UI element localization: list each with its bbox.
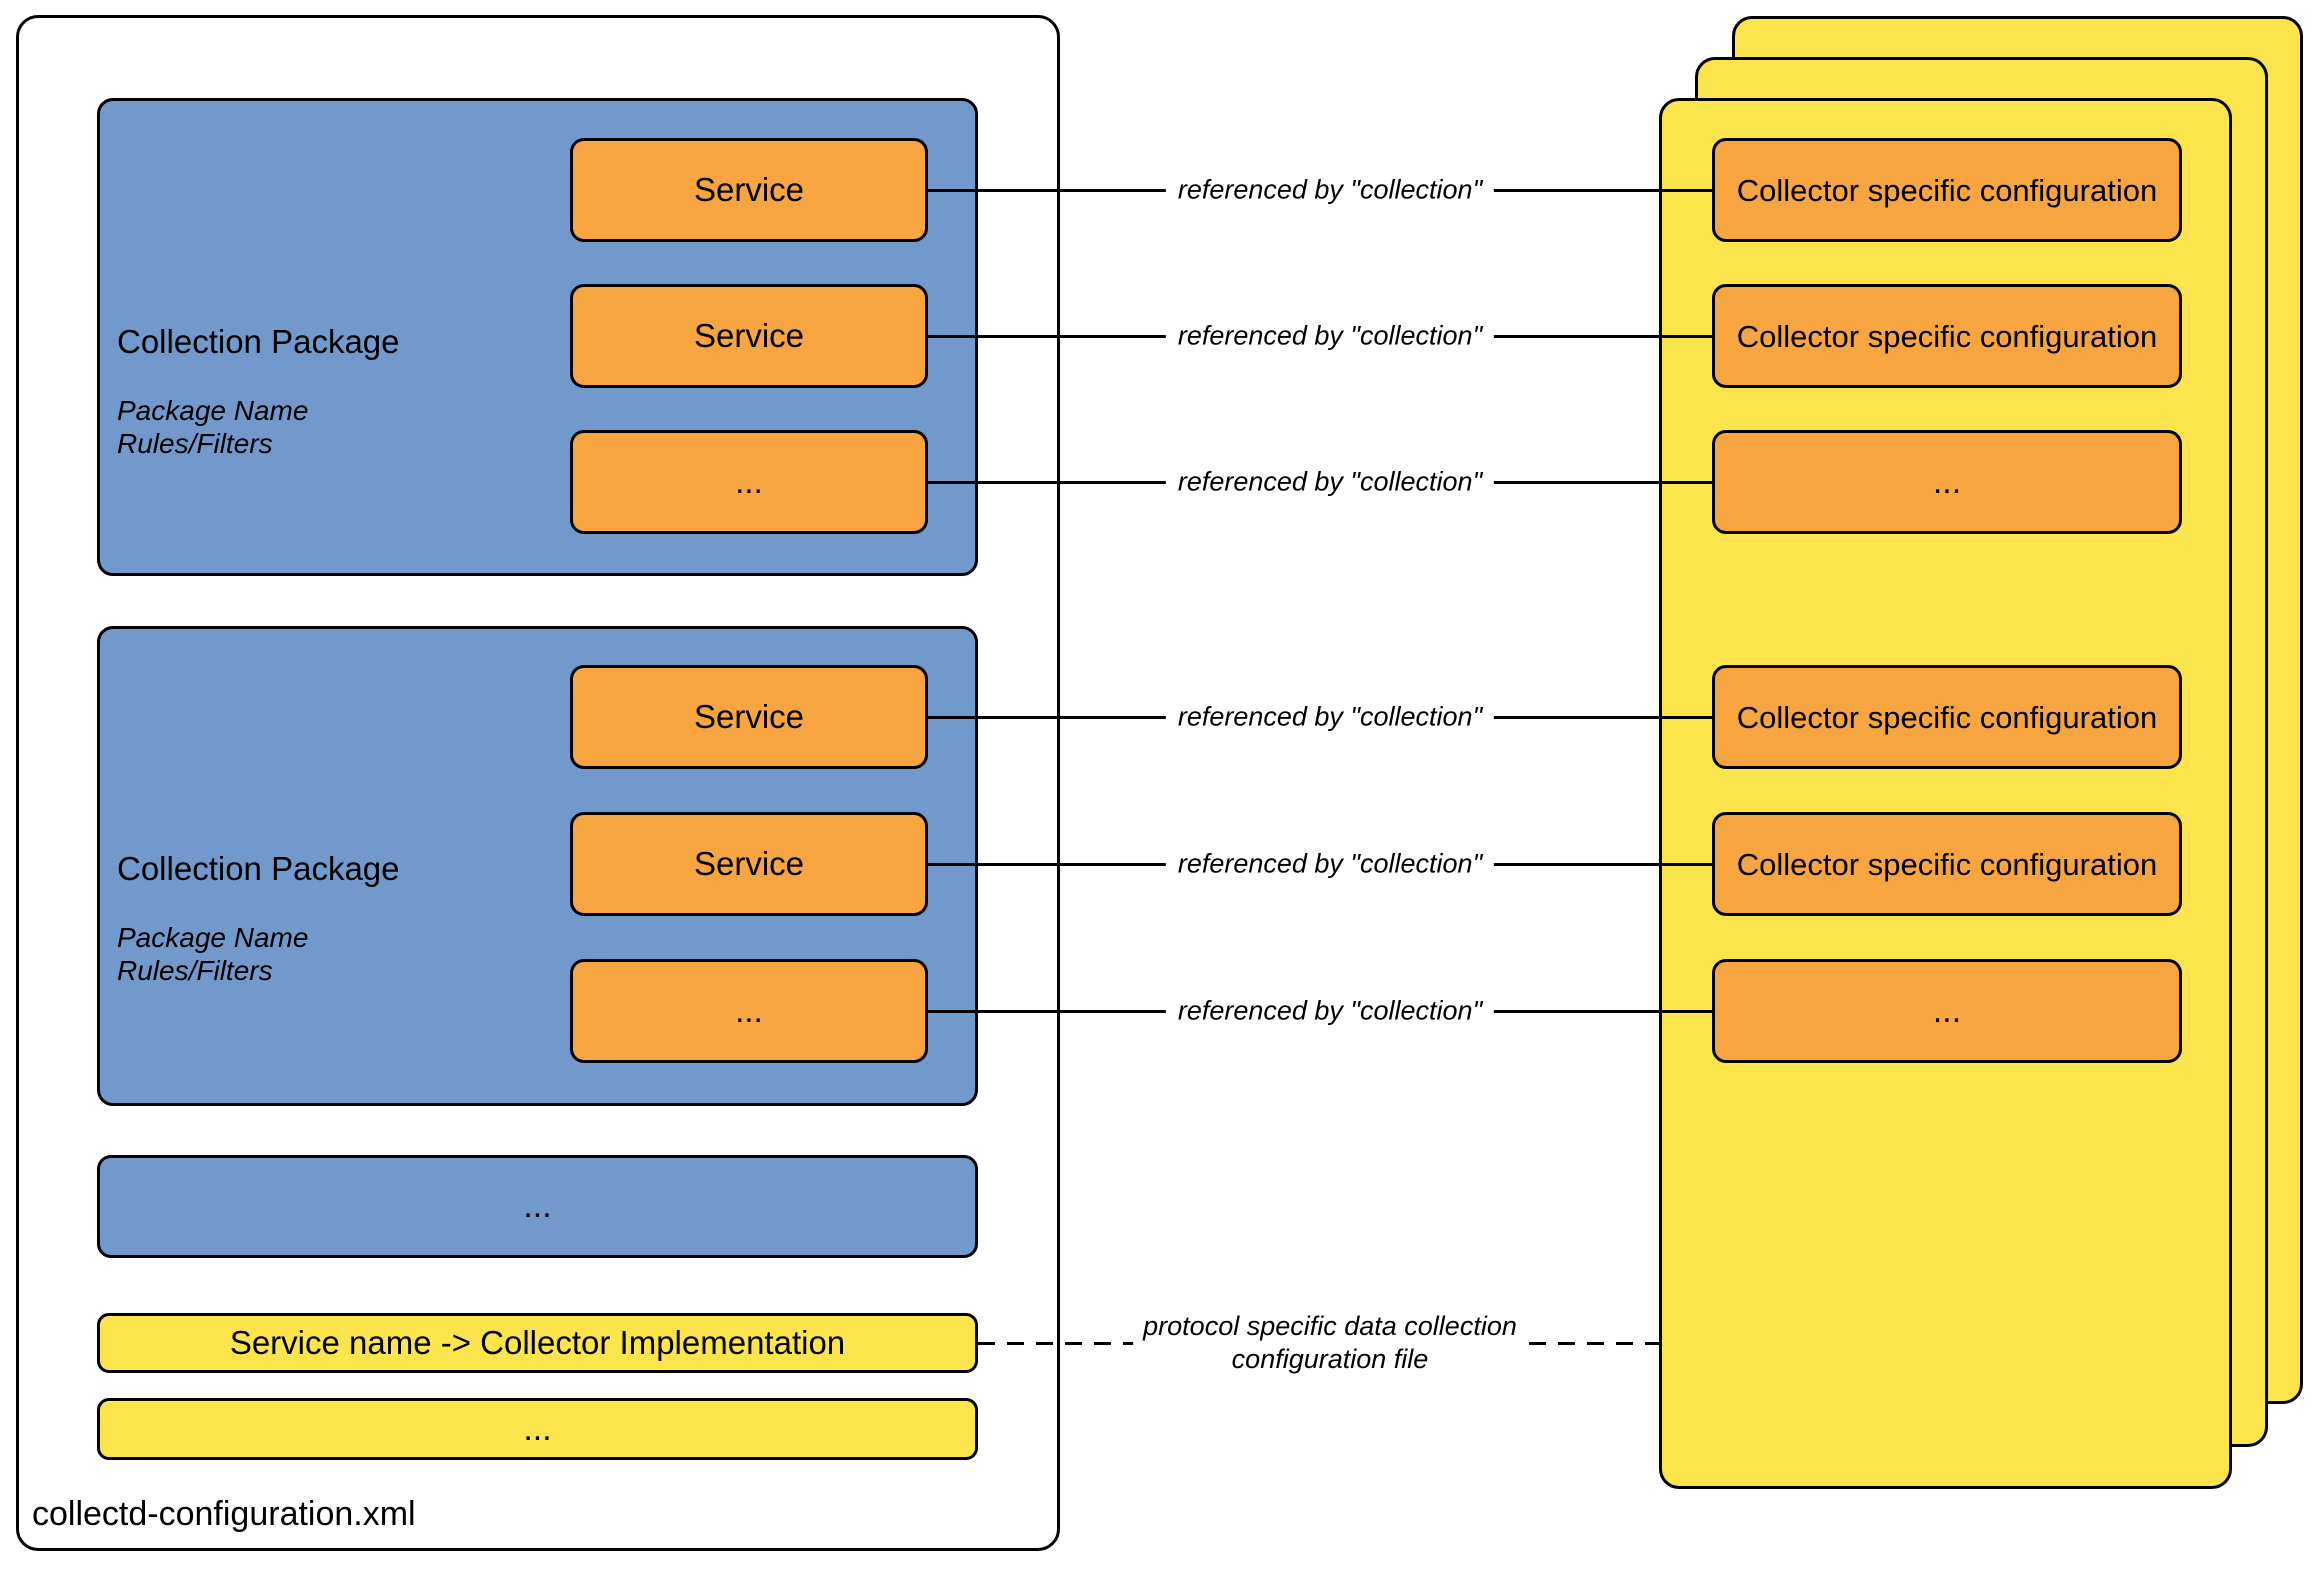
collector-config-box-more-2: ... bbox=[1712, 959, 2182, 1063]
service-box-more-2: ... bbox=[570, 959, 928, 1063]
collection-package-1-subtitle: Package Name Rules/Filters bbox=[117, 394, 308, 460]
reference-label-5: referenced by "collection" bbox=[1165, 846, 1495, 882]
more-mappings-box: ... bbox=[97, 1398, 978, 1460]
service-box-4: Service bbox=[570, 812, 928, 916]
package-name-label: Package Name bbox=[117, 922, 309, 953]
service-box-2: Service bbox=[570, 284, 928, 388]
service-box-more-1: ... bbox=[570, 430, 928, 534]
service-box-1: Service bbox=[570, 138, 928, 242]
collector-config-box-3: Collector specific configuration bbox=[1712, 665, 2182, 769]
reference-label-2: referenced by "collection" bbox=[1165, 318, 1495, 354]
reference-label-1: referenced by "collection" bbox=[1165, 172, 1495, 208]
collection-package-2-subtitle: Package Name Rules/Filters bbox=[117, 921, 308, 987]
service-box-3: Service bbox=[570, 665, 928, 769]
more-packages-box: ... bbox=[97, 1155, 978, 1258]
collector-config-box-2: Collector specific configuration bbox=[1712, 284, 2182, 388]
package-name-label: Package Name bbox=[117, 395, 309, 426]
collection-package-2-title: Collection Package bbox=[117, 850, 400, 887]
reference-label-3: referenced by "collection" bbox=[1165, 464, 1495, 500]
container-filename-label: collectd-configuration.xml bbox=[32, 1495, 416, 1533]
collector-config-box-1: Collector specific configuration bbox=[1712, 138, 2182, 242]
collector-config-box-more-1: ... bbox=[1712, 430, 2182, 534]
protocol-config-file-label-line-2: configuration file bbox=[1231, 1344, 1429, 1374]
rules-filters-label: Rules/Filters bbox=[117, 955, 273, 986]
protocol-config-file-label-line-1: protocol specific data collection bbox=[1143, 1311, 1517, 1341]
rules-filters-label: Rules/Filters bbox=[117, 428, 273, 459]
collector-config-box-4: Collector specific configuration bbox=[1712, 812, 2182, 916]
service-mapping-box: Service name -> Collector Implementation bbox=[97, 1313, 978, 1373]
collection-package-1-title: Collection Package bbox=[117, 323, 400, 360]
protocol-config-file-label: protocol specific data collection config… bbox=[1133, 1308, 1527, 1378]
reference-label-4: referenced by "collection" bbox=[1165, 699, 1495, 735]
reference-label-6: referenced by "collection" bbox=[1165, 993, 1495, 1029]
